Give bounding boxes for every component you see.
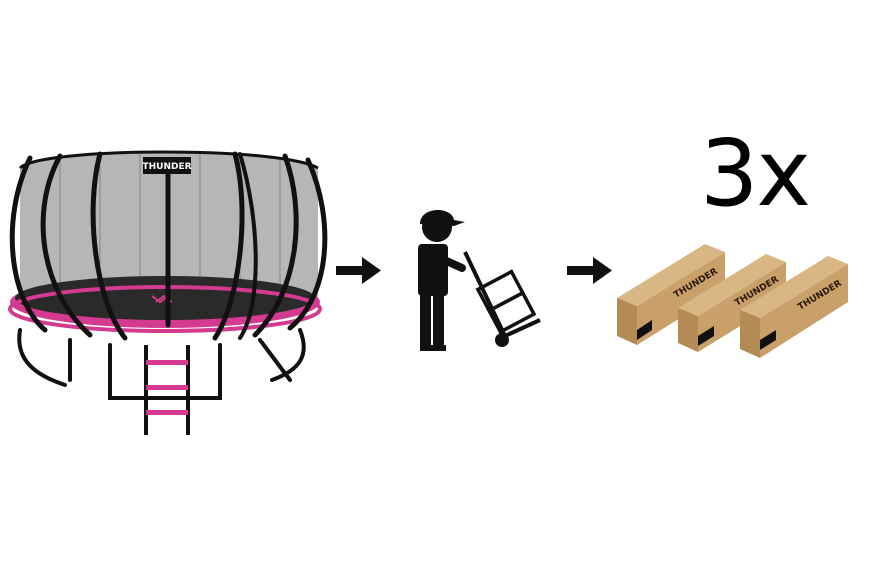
shipping-boxes: THUNDER THUNDER THUNDER <box>617 244 848 358</box>
delivery-person-with-hand-truck-icon <box>418 209 541 351</box>
trampoline-brand-label: THUNDER <box>142 162 191 172</box>
trampoline-poles <box>9 151 328 341</box>
arrow-right-icon <box>567 257 612 284</box>
arrow-right-icon <box>336 257 381 284</box>
trampoline-legs <box>17 328 306 400</box>
trampoline-icon: THUNDER <box>8 150 328 435</box>
trampoline-mat <box>8 276 322 333</box>
box-quantity-label: 3x <box>700 120 811 227</box>
trampoline-brand-tag: THUNDER <box>142 157 192 174</box>
shipping-box-icon: THUNDER <box>740 256 848 358</box>
trampoline-ladder <box>144 345 190 435</box>
